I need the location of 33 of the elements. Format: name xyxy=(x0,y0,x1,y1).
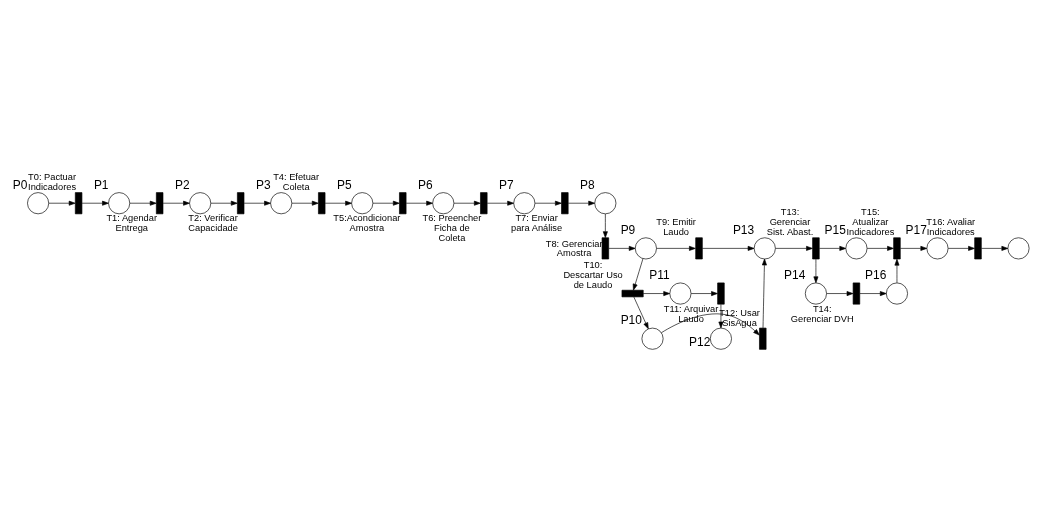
node-label: P3 xyxy=(255,177,271,192)
node-label: P12 xyxy=(689,334,711,349)
node-label: T0: Pactuar Indicadores xyxy=(28,171,77,192)
node-label: T11: Arquivar Laudo xyxy=(663,303,719,324)
node-label: P1 xyxy=(93,177,109,192)
node-label: P17 xyxy=(905,222,927,237)
node-label: T6: Preencher Ficha de Coleta xyxy=(422,212,482,243)
node-label: P7 xyxy=(499,177,514,192)
node-label: T5:Acondicionar Amostra xyxy=(333,212,401,233)
node-label: P11 xyxy=(649,267,670,282)
node-label: T7: Enviar para Análise xyxy=(511,212,563,233)
node-label: T1: Agendar Entrega xyxy=(106,212,158,233)
node-label: P14 xyxy=(784,267,806,282)
node-label: T2: Verificar Capacidade xyxy=(188,212,238,233)
node-label: P13 xyxy=(732,222,755,237)
node-label: P8 xyxy=(580,177,595,192)
node-label: P16 xyxy=(865,267,887,282)
node-label: P0 xyxy=(12,177,28,192)
node-label: P6 xyxy=(418,177,433,192)
node-label: T4: Efetuar Coleta xyxy=(273,171,320,192)
node-label: T15: Atualizar Indicadores xyxy=(846,206,895,237)
node-label: T10: Descartar Uso de Laudo xyxy=(563,259,623,290)
node-label: T8: Gerenciar Amostra xyxy=(545,238,603,258)
node-label: P10 xyxy=(620,312,642,327)
node-label: P2 xyxy=(174,177,190,192)
node-label: T12: Usar SisAgua xyxy=(719,307,760,328)
node-label: P9 xyxy=(620,222,636,237)
node-label: T9: Emitir Laudo xyxy=(656,216,696,237)
node-label: T14: Gerenciar DVH xyxy=(790,303,854,324)
node-label: T13: Gerenciar Sist. Abast. xyxy=(766,206,814,237)
node-label: T16: Avaliar Indicadores xyxy=(926,216,976,237)
node-label: P5 xyxy=(337,177,352,192)
node-label: P15 xyxy=(824,222,846,237)
